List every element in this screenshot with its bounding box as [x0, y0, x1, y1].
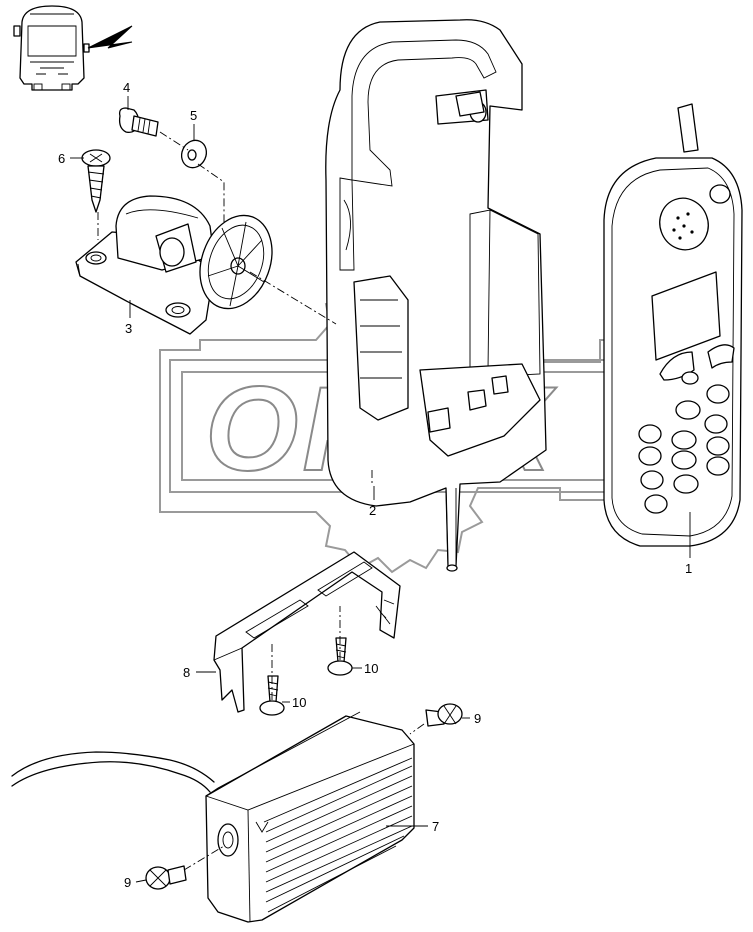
label-knob-right: 9 [474, 711, 481, 726]
knob-right-part [425, 703, 463, 727]
charger-part [11, 711, 415, 923]
leader-lines [70, 96, 691, 883]
label-holder: 2 [369, 503, 376, 518]
assembly-lines [97, 131, 425, 871]
bolt-part [118, 107, 159, 137]
bus-front-icon [13, 5, 90, 91]
label-mount-base: 3 [125, 321, 132, 336]
label-knob-left: 9 [124, 875, 131, 890]
label-charger: 7 [432, 819, 439, 834]
label-washer: 5 [190, 108, 197, 123]
knob-left-part [145, 865, 187, 890]
mount-base-part [75, 195, 273, 335]
label-screw-b: 10 [364, 661, 378, 676]
screw-part [81, 149, 111, 213]
bracket-part [213, 551, 401, 713]
washer-part [180, 139, 208, 169]
mobile-phone-part [603, 103, 743, 547]
location-arrow-icon [87, 25, 133, 49]
label-screw-a: 10 [292, 695, 306, 710]
label-screw: 6 [58, 151, 65, 166]
label-bolt: 4 [123, 80, 130, 95]
label-bracket: 8 [183, 665, 190, 680]
phone-holder-part [325, 19, 547, 572]
label-phone: 1 [685, 561, 692, 576]
part-labels: 1 2 3 4 5 6 7 8 9 9 10 10 [58, 80, 692, 890]
screw-a-part [259, 675, 285, 716]
screw-b-part [327, 637, 353, 676]
